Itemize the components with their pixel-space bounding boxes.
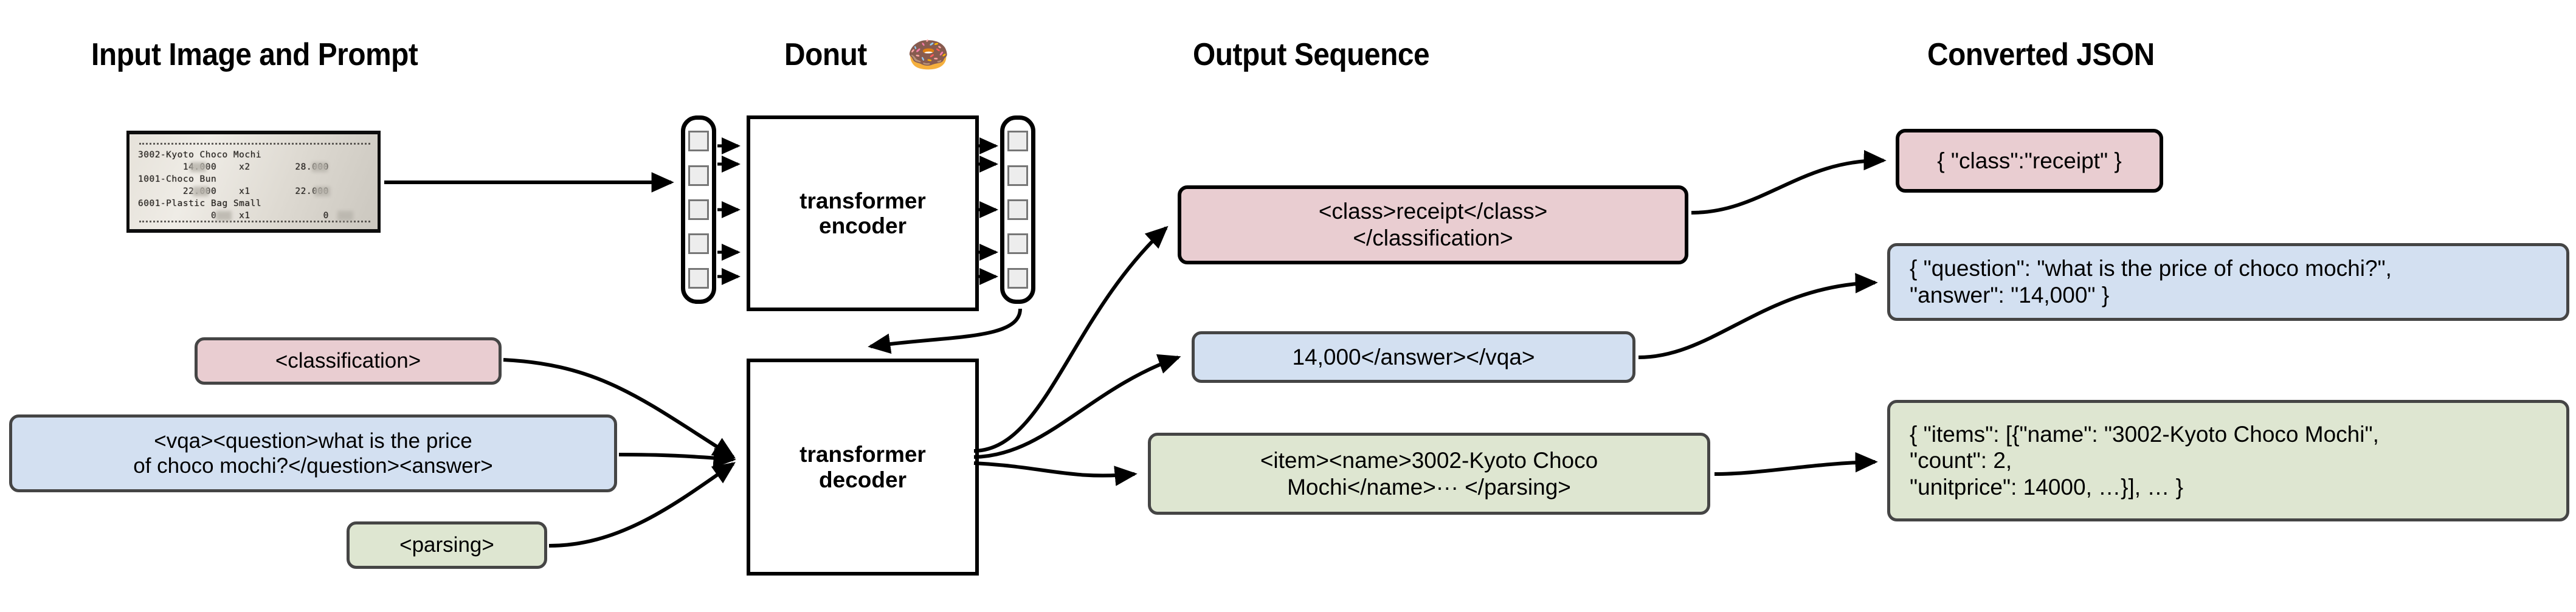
- encoder-input-token: [688, 131, 709, 152]
- encoder-output-token: [1007, 267, 1028, 289]
- prompt-vqa-box[interactable]: <vqa><question>what is the price of choc…: [9, 414, 617, 492]
- encoder-input-token: [688, 267, 709, 289]
- redaction-blur: [314, 187, 330, 196]
- receipt-paper: 3002-Kyoto Choco Mochi 14.000 x2 28.000 …: [129, 134, 378, 229]
- transformer-decoder-box[interactable]: transformer decoder: [747, 359, 979, 576]
- encoder-input-token-capsule: [681, 115, 716, 304]
- output-vqa-box[interactable]: 14,000</answer></vqa>: [1192, 331, 1635, 383]
- page-title-input: Input Image and Prompt: [91, 37, 418, 72]
- prompt-classification-box[interactable]: <classification>: [195, 337, 502, 385]
- json-classification-box[interactable]: { "class":"receipt" }: [1896, 129, 2163, 193]
- redaction-blur: [190, 162, 206, 172]
- encoder-input-token: [688, 165, 709, 186]
- output-parsing-box[interactable]: <item><name>3002-Kyoto Choco Mochi</name…: [1148, 433, 1710, 515]
- arrow-output-to-json-classification: [1691, 150, 1887, 215]
- transformer-encoder-box[interactable]: transformer encoder: [747, 115, 979, 311]
- redaction-blur: [312, 162, 328, 172]
- receipt-line: 1001-Choco Bun: [138, 174, 217, 184]
- receipt-divider-top: [139, 143, 370, 145]
- arrow-output-to-json-parsing: [1714, 452, 1878, 476]
- input-receipt-image: 3002-Kyoto Choco Mochi 14.000 x2 28.000 …: [126, 131, 381, 233]
- encoder-output-token: [1007, 233, 1028, 255]
- page-title-model: Donut: [784, 37, 867, 72]
- receipt-line: 6001-Plastic Bag Small: [138, 199, 262, 208]
- donut-emoji-icon: 🍩: [907, 35, 950, 74]
- receipt-line: 0 x1 0: [138, 211, 329, 221]
- arrow-decoder-to-output-parsing: [973, 461, 1138, 486]
- output-classification-box[interactable]: <class>receipt</class> </classification>: [1178, 185, 1688, 264]
- prompt-parsing-box[interactable]: <parsing>: [347, 521, 547, 569]
- receipt-line: 14.000 x2 28.000: [138, 162, 329, 172]
- encoder-input-token: [688, 233, 709, 255]
- encoder-output-token: [1007, 199, 1028, 220]
- receipt-line: 3002-Kyoto Choco Mochi: [138, 150, 262, 160]
- receipt-line: 22.000 x1 22.000: [138, 187, 329, 196]
- encoder-output-token: [1007, 131, 1028, 152]
- encoder-output-token: [1007, 165, 1028, 186]
- json-vqa-box[interactable]: { "question": "what is the price of choc…: [1887, 243, 2569, 321]
- arrow-output-to-json-vqa: [1638, 273, 1878, 359]
- arrow-vqa-to-decoder: [618, 447, 736, 469]
- json-parsing-box[interactable]: { "items": [{"name": "3002-Kyoto Choco M…: [1887, 400, 2569, 521]
- redaction-blur: [216, 211, 232, 221]
- page-title-output: Output Sequence: [1193, 37, 1430, 72]
- receipt-divider-bottom: [139, 221, 370, 222]
- encoder-input-token: [688, 199, 709, 220]
- arrow-encoder-to-decoder: [868, 308, 1022, 354]
- redaction-blur: [193, 187, 209, 196]
- page-title-json: Converted JSON: [1927, 37, 2155, 72]
- redaction-blur: [337, 211, 353, 221]
- encoder-output-token-capsule: [1000, 115, 1035, 304]
